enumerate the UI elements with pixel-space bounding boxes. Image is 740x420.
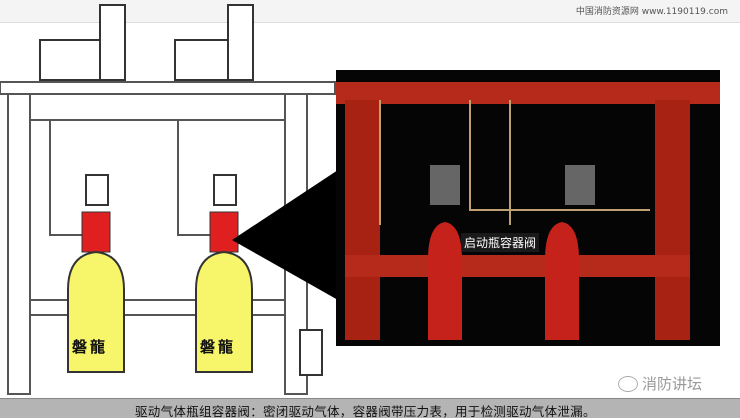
partial-bottle-outline (299, 329, 323, 376)
bottle-label-2: 磐龍 (200, 338, 237, 356)
caption-text: 驱动气体瓶组容器阀：密闭驱动气体，容器阀带压力表，用于检测驱动气体泄漏。 (135, 404, 596, 419)
top-bar: 中国消防资源网 www.1190119.com (0, 0, 740, 23)
wechat-icon (618, 375, 638, 392)
valve-callout-label: 启动瓶容器阀 (461, 233, 540, 252)
channel-watermark: 消防讲坛 (618, 373, 702, 394)
callout-pointer (232, 170, 338, 300)
upper-valves (39, 4, 254, 81)
bottle-2 (195, 174, 253, 373)
watermark-text: 消防讲坛 (642, 375, 703, 393)
bottle-label-1: 磐龍 (72, 338, 109, 356)
caption-bar: 驱动气体瓶组容器阀：密闭驱动气体，容器阀带压力表，用于检测驱动气体泄漏。 (0, 398, 740, 419)
bottle-1 (67, 174, 125, 373)
render-panel (336, 70, 720, 346)
site-watermark: 中国消防资源网 www.1190119.com (575, 7, 728, 17)
